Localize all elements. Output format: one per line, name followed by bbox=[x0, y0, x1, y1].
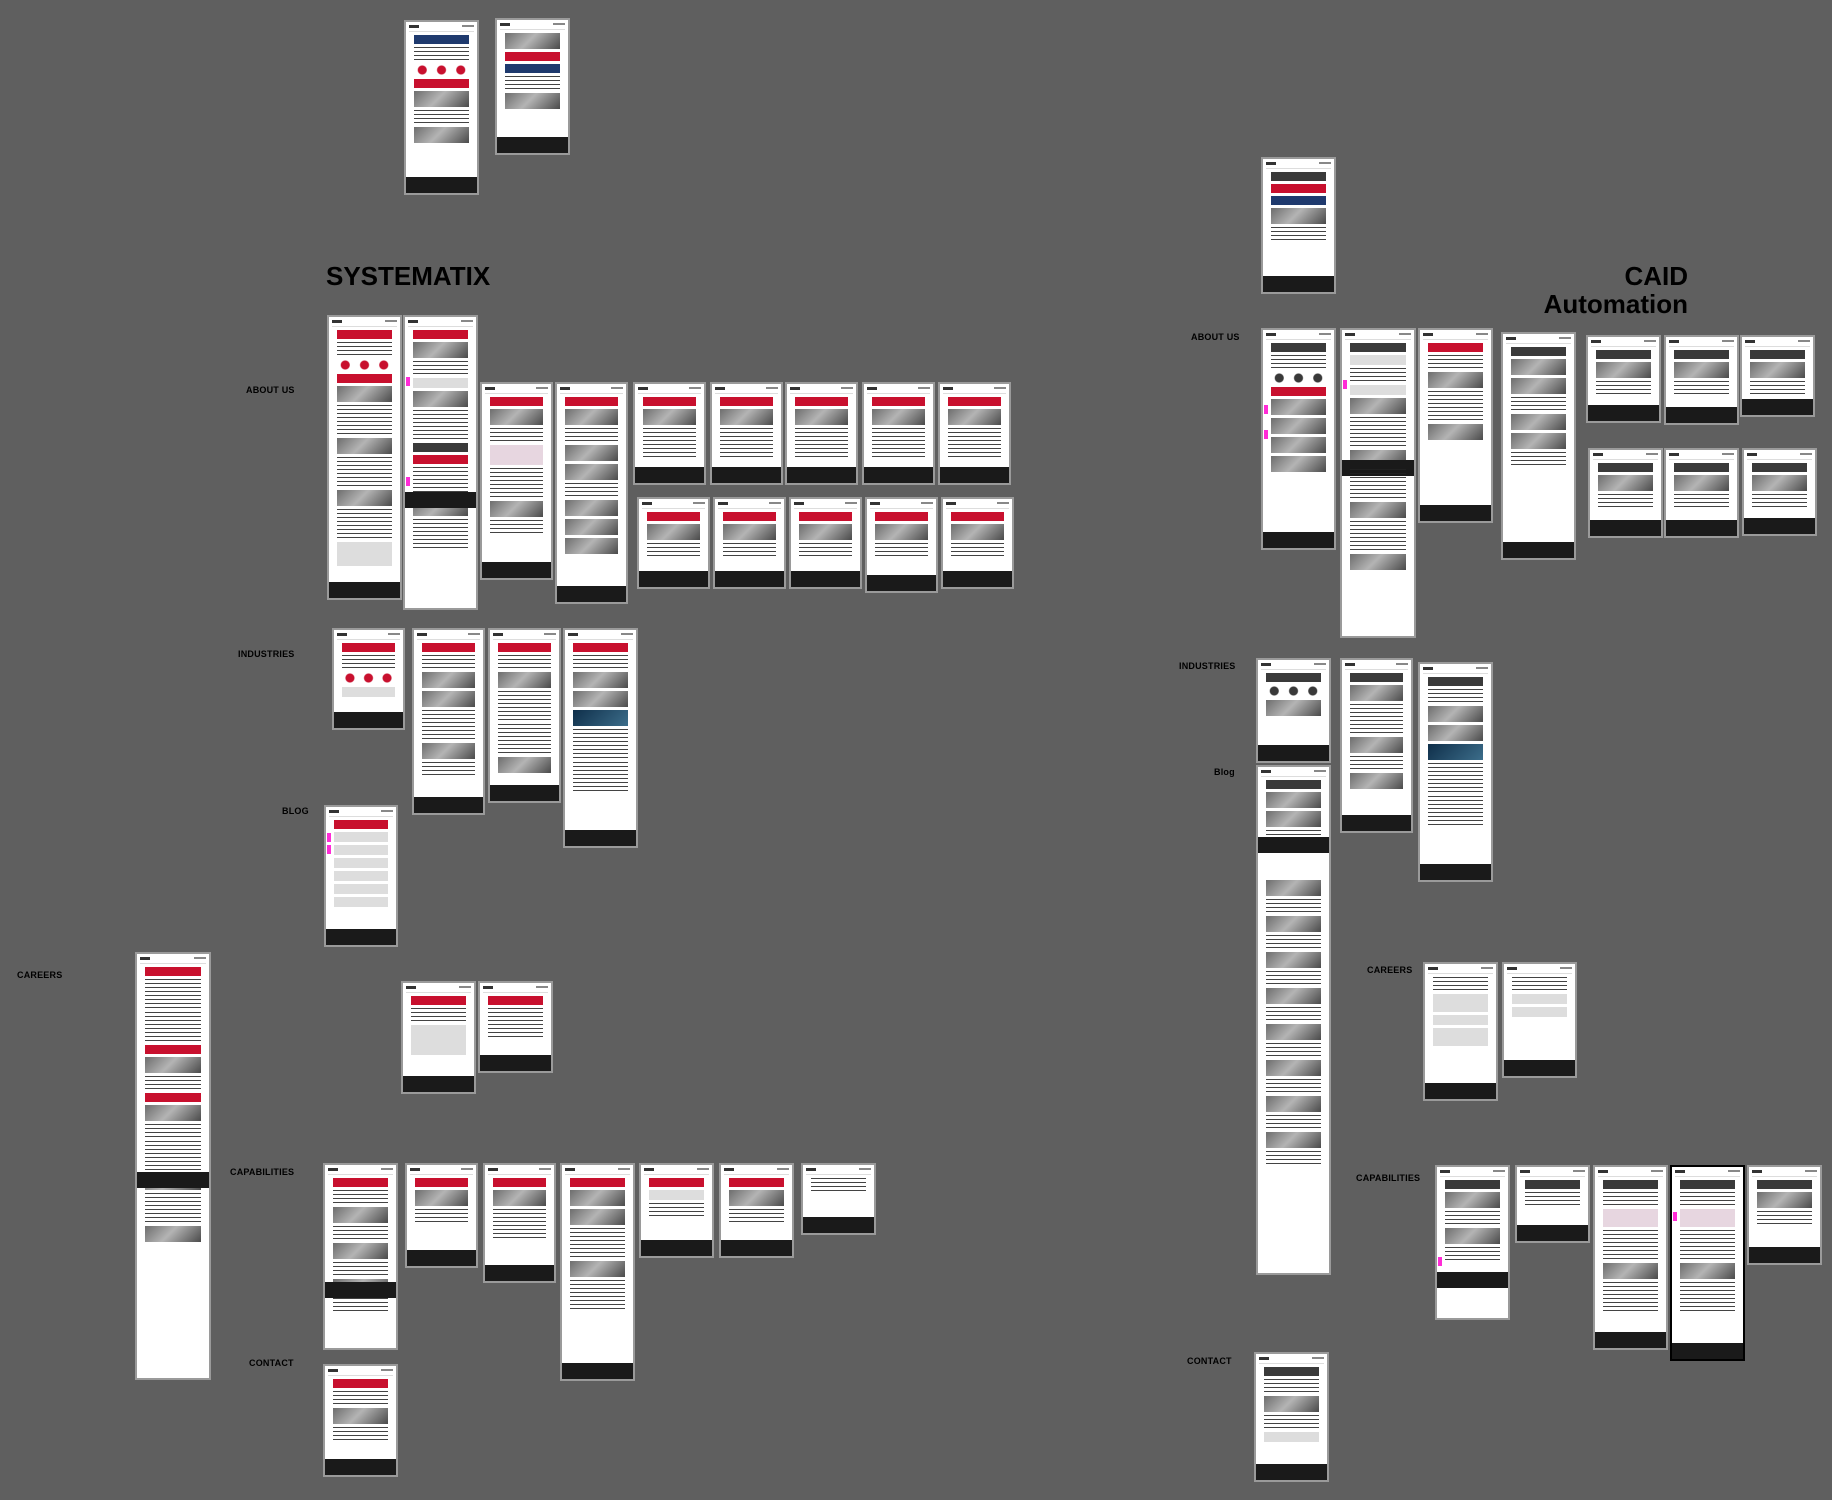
left-contact-label: CONTACT bbox=[249, 1358, 294, 1368]
left-capabilities-label: CAPABILITIES bbox=[230, 1167, 295, 1177]
caid-page-thumbnail-about-3[interactable] bbox=[1418, 328, 1493, 523]
left-about-label: ABOUT US bbox=[246, 385, 295, 395]
page-thumbnail-about-14[interactable] bbox=[941, 497, 1014, 589]
right-capabilities-label: CAPABILITIES bbox=[1356, 1173, 1421, 1183]
caid-page-thumbnail-industries-3[interactable] bbox=[1418, 662, 1493, 882]
page-thumbnail-careers-form-a[interactable] bbox=[401, 981, 476, 1094]
page-thumbnail-capabilities-5[interactable] bbox=[639, 1163, 714, 1258]
page-thumbnail-careers-long[interactable] bbox=[135, 952, 211, 1380]
page-thumbnail-about-13[interactable] bbox=[865, 497, 938, 593]
caid-page-thumbnail-about-9[interactable] bbox=[1664, 448, 1739, 538]
page-thumbnail-industries-1[interactable] bbox=[332, 628, 405, 730]
page-thumbnail-about-3[interactable] bbox=[480, 382, 553, 580]
page-thumbnail-about-10[interactable] bbox=[637, 497, 710, 589]
caid-page-thumbnail-careers-1[interactable] bbox=[1423, 962, 1498, 1101]
page-thumbnail-industries-3[interactable] bbox=[488, 628, 561, 803]
page-thumbnail-capabilities-1[interactable] bbox=[323, 1163, 398, 1350]
caid-page-thumbnail-about-10[interactable] bbox=[1742, 448, 1817, 536]
page-thumbnail-capabilities-2[interactable] bbox=[405, 1163, 478, 1268]
left-industries-label: INDUSTRIES bbox=[238, 649, 295, 659]
page-thumbnail-about-11[interactable] bbox=[713, 497, 786, 589]
caid-page-thumbnail-capabilities-2[interactable] bbox=[1515, 1165, 1590, 1243]
page-thumbnail-industries-4[interactable] bbox=[563, 628, 638, 848]
caid-page-thumbnail-capabilities-1[interactable] bbox=[1435, 1165, 1510, 1320]
caid-page-thumbnail-capabilities-5[interactable] bbox=[1747, 1165, 1822, 1265]
caid-page-thumbnail-capabilities-3[interactable] bbox=[1593, 1165, 1668, 1350]
right-industries-label: INDUSTRIES bbox=[1179, 661, 1236, 671]
caid-title-line2: Automation bbox=[1543, 289, 1688, 319]
page-thumbnail-about-8[interactable] bbox=[862, 382, 935, 485]
page-thumbnail-about-6[interactable] bbox=[710, 382, 783, 485]
page-thumbnail-about-1[interactable] bbox=[327, 315, 402, 600]
caid-page-thumbnail-industries-2[interactable] bbox=[1340, 658, 1413, 833]
page-thumbnail-about-4[interactable] bbox=[555, 382, 628, 604]
caid-page-thumbnail-capabilities-4-selected[interactable] bbox=[1670, 1165, 1745, 1361]
left-blog-label: BLOG bbox=[282, 806, 309, 816]
right-contact-label: CONTACT bbox=[1187, 1356, 1232, 1366]
caid-page-thumbnail-contact[interactable] bbox=[1254, 1352, 1329, 1482]
caid-page-thumbnail-about-5[interactable] bbox=[1586, 335, 1661, 423]
page-thumbnail-about-9[interactable] bbox=[938, 382, 1011, 485]
page-thumbnail-capabilities-7[interactable] bbox=[801, 1163, 876, 1235]
caid-page-thumbnail-careers-2[interactable] bbox=[1502, 962, 1577, 1078]
systematix-title: SYSTEMATIX bbox=[326, 261, 491, 291]
caid-page-thumbnail-home[interactable] bbox=[1261, 157, 1336, 294]
caid-page-thumbnail-about-1[interactable] bbox=[1261, 328, 1336, 550]
caid-page-thumbnail-blog[interactable] bbox=[1256, 765, 1331, 1275]
page-thumbnail-about-12[interactable] bbox=[789, 497, 862, 589]
caid-page-thumbnail-about-6[interactable] bbox=[1664, 335, 1739, 425]
page-thumbnail-home-a[interactable] bbox=[404, 20, 479, 195]
page-thumbnail-blog[interactable] bbox=[324, 805, 398, 947]
right-careers-label: CAREERS bbox=[1367, 965, 1413, 975]
caid-page-thumbnail-about-8[interactable] bbox=[1588, 448, 1663, 538]
page-thumbnail-capabilities-3[interactable] bbox=[483, 1163, 556, 1283]
right-blog-label: Blog bbox=[1214, 767, 1235, 777]
caid-page-thumbnail-about-7[interactable] bbox=[1740, 335, 1815, 417]
page-thumbnail-contact[interactable] bbox=[323, 1364, 398, 1477]
page-thumbnail-careers-form-b[interactable] bbox=[478, 981, 553, 1073]
right-about-label: ABOUT US bbox=[1191, 332, 1240, 342]
caid-page-thumbnail-about-4[interactable] bbox=[1501, 332, 1576, 560]
page-thumbnail-home-b[interactable] bbox=[495, 18, 570, 155]
left-careers-label: CAREERS bbox=[17, 970, 63, 980]
caid-page-thumbnail-about-2[interactable] bbox=[1340, 328, 1416, 638]
caid-title-line1: CAID bbox=[1624, 261, 1688, 291]
page-thumbnail-industries-2[interactable] bbox=[412, 628, 485, 815]
page-thumbnail-capabilities-4[interactable] bbox=[560, 1163, 635, 1381]
page-thumbnail-about-2[interactable] bbox=[403, 315, 478, 610]
page-thumbnail-about-5[interactable] bbox=[633, 382, 706, 485]
page-thumbnail-capabilities-6[interactable] bbox=[719, 1163, 794, 1258]
caid-page-thumbnail-industries-1[interactable] bbox=[1256, 658, 1331, 763]
page-thumbnail-about-7[interactable] bbox=[785, 382, 858, 485]
